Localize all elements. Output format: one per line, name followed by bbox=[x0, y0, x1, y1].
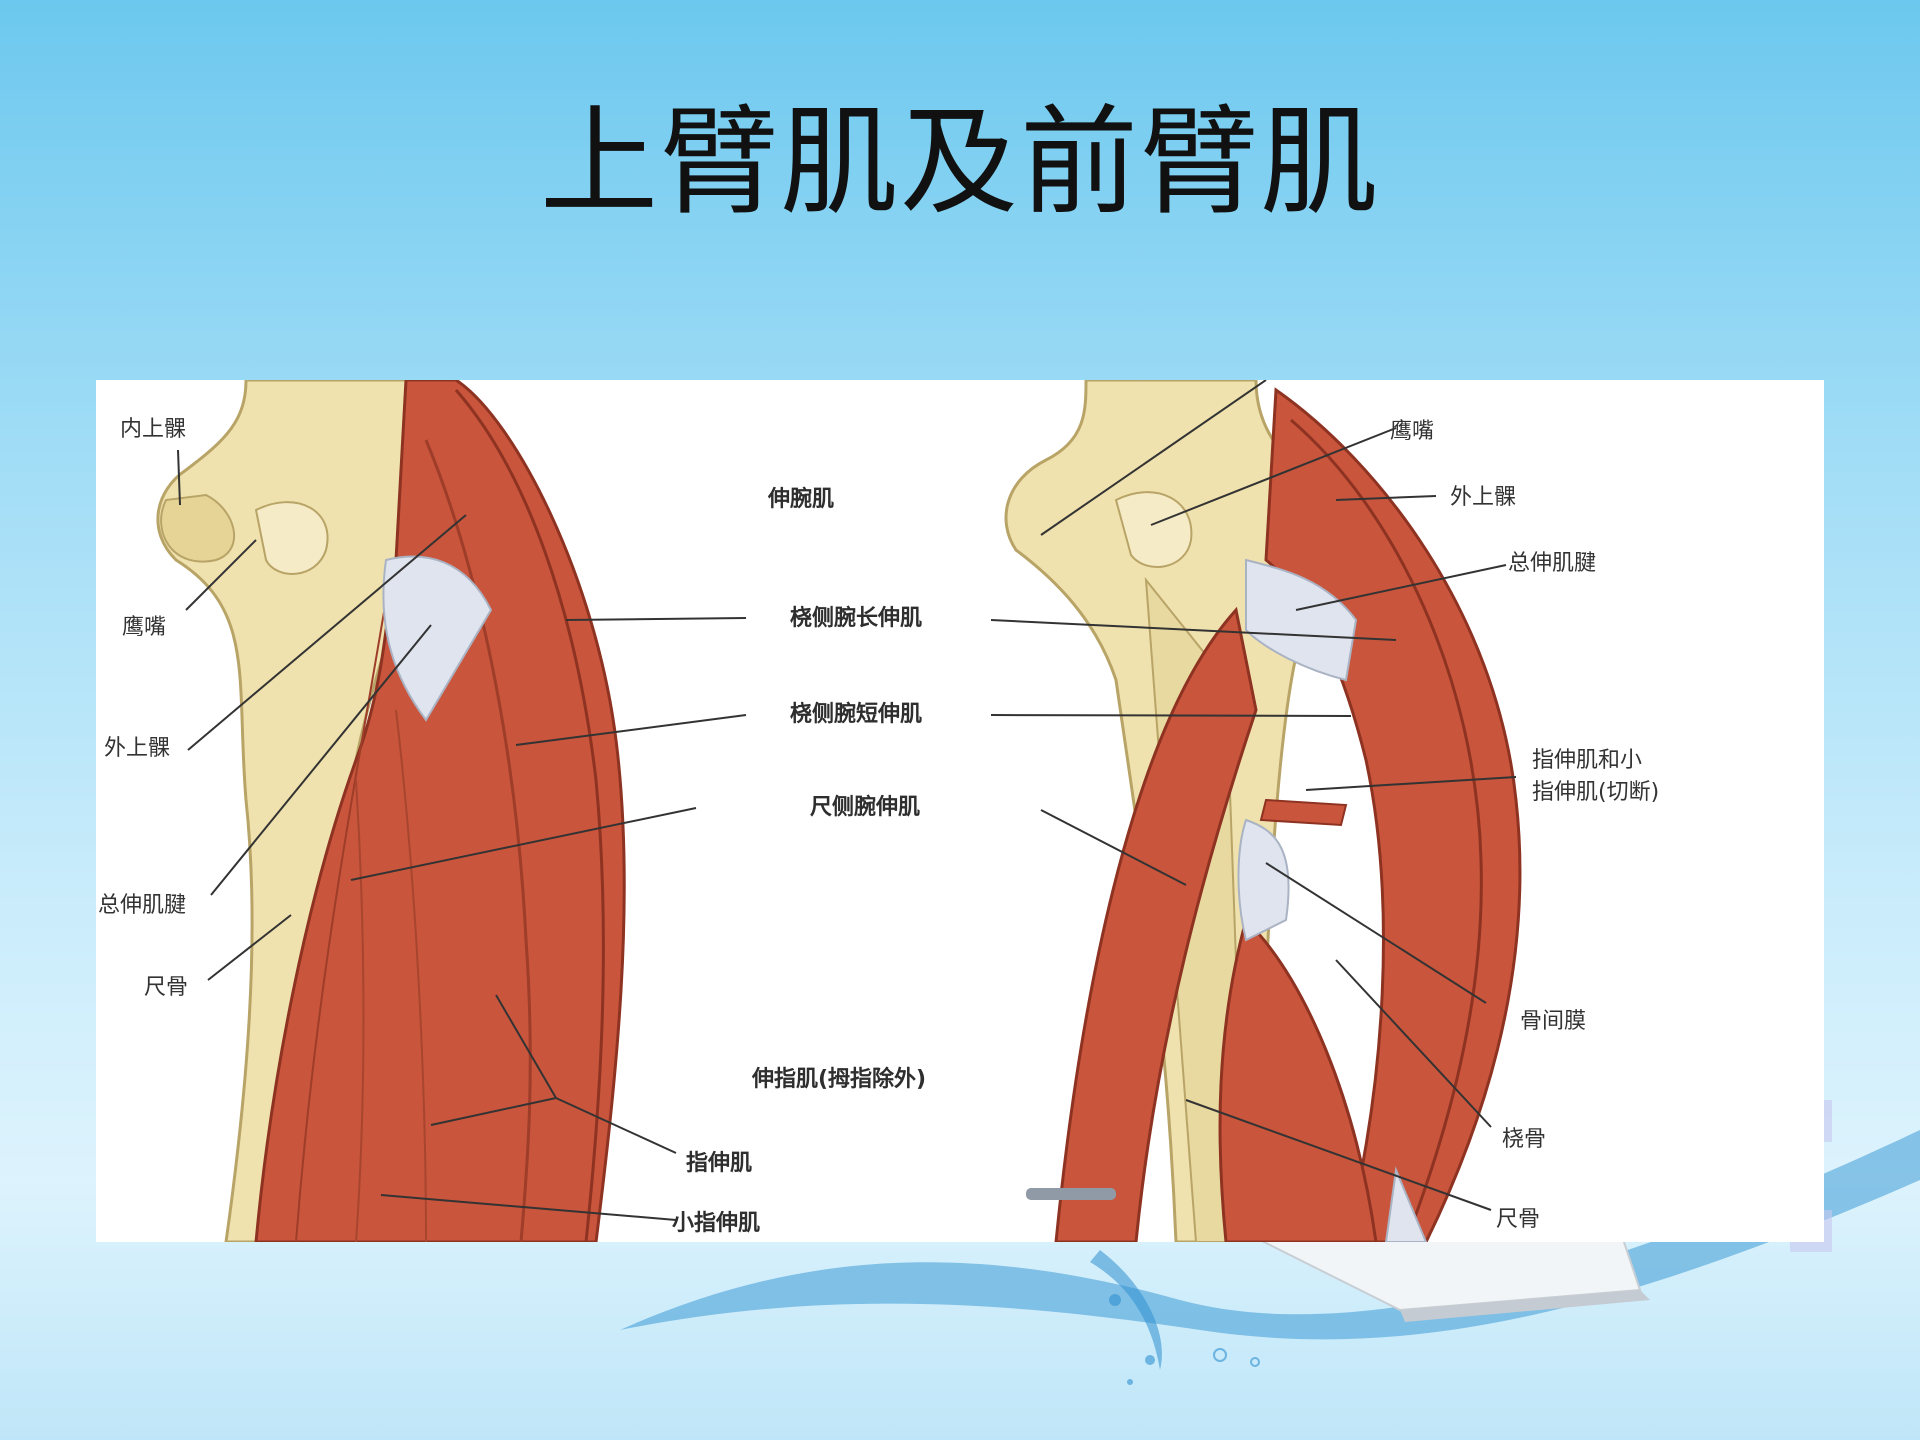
label-ext-digitorum-note: 伸指肌(拇指除外) bbox=[752, 1067, 927, 1092]
label-common-extensor-tendon-left: 总伸肌腱 bbox=[98, 893, 187, 918]
label-ext-digiti-minimi: 小指伸肌 bbox=[672, 1211, 761, 1236]
label-ecu: 尺侧腕伸肌 bbox=[810, 795, 921, 820]
anatomy-figure-panel: 内上髁 鹰嘴 外上髁 总伸肌腱 尺骨 伸腕肌 桡侧腕长伸肌 桡侧腕短伸肌 尺侧腕… bbox=[96, 380, 1824, 1242]
label-interosseous-membrane: 骨间膜 bbox=[1520, 1009, 1587, 1034]
label-wrist-extensors: 伸腕肌 bbox=[768, 487, 835, 512]
label-olecranon-left: 鹰嘴 bbox=[122, 615, 167, 640]
label-olecranon-right: 鹰嘴 bbox=[1390, 419, 1435, 444]
label-lateral-epicondyle-left: 外上髁 bbox=[104, 736, 171, 761]
label-medial-epicondyle: 内上髁 bbox=[120, 417, 187, 442]
right-arm-drawing bbox=[990, 380, 1522, 1242]
label-ecr-longus: 桡侧腕长伸肌 bbox=[790, 606, 923, 631]
label-ulna-left: 尺骨 bbox=[144, 975, 189, 1000]
label-ext-cut-line2: 指伸肌(切断) bbox=[1532, 780, 1660, 805]
label-common-extensor-tendon-right: 总伸肌腱 bbox=[1508, 551, 1597, 576]
label-radius: 桡骨 bbox=[1502, 1127, 1547, 1152]
forearm-illustration bbox=[156, 380, 1522, 1242]
label-ulna-right: 尺骨 bbox=[1496, 1207, 1541, 1232]
left-arm-drawing bbox=[156, 380, 747, 1242]
label-ecr-brevis: 桡侧腕短伸肌 bbox=[790, 702, 923, 727]
label-ext-cut-line1: 指伸肌和小 bbox=[1532, 748, 1643, 773]
label-ext-digitorum: 指伸肌 bbox=[686, 1151, 753, 1176]
label-lateral-epicondyle-right: 外上髁 bbox=[1450, 485, 1517, 510]
slide-title: 上臂肌及前臂肌 bbox=[539, 93, 1380, 231]
